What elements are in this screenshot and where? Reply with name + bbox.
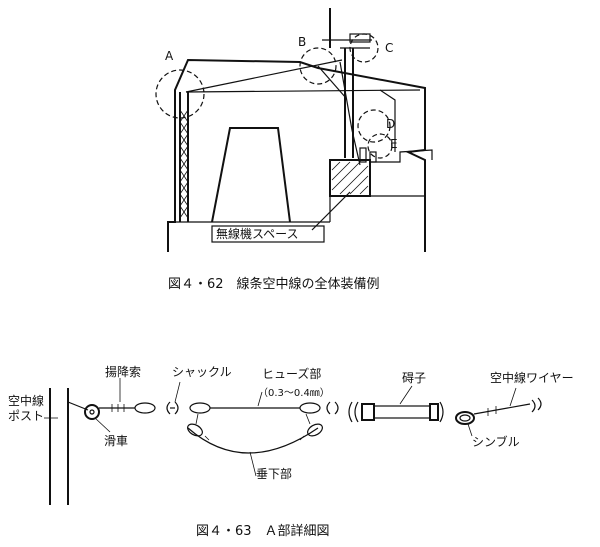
label-a: A — [165, 49, 174, 63]
detail-circle-a — [155, 69, 205, 119]
fuse-spec-label: （0.3〜0.4㎜） — [258, 387, 330, 399]
antenna-post-label-2: ポスト — [8, 409, 44, 423]
shackle-2 — [326, 401, 339, 415]
funnel — [211, 127, 291, 223]
fuse-section — [187, 402, 323, 454]
halyard — [99, 402, 156, 414]
figure2-caption: 図４・63 Ａ部詳細図 — [196, 523, 330, 539]
thimble — [455, 411, 475, 425]
detail-circle-e — [367, 133, 393, 159]
fuse-label: ヒューズ部 — [262, 366, 321, 381]
pulley-label: 滑車 — [104, 434, 128, 448]
main-mast — [322, 8, 372, 158]
detail-circle-b — [299, 47, 337, 85]
detail-circle-c — [349, 33, 379, 63]
radio-room — [329, 147, 377, 197]
thimble-label: シンブル — [472, 434, 520, 449]
antenna-post-label-1: 空中線 — [8, 393, 44, 408]
pulley — [67, 401, 100, 420]
antenna-post — [49, 388, 69, 505]
antenna-wire-label: 空中線ワイヤー — [490, 370, 574, 385]
insulator — [348, 401, 444, 423]
antenna-wire-main — [185, 59, 343, 93]
fore-mast — [179, 92, 189, 222]
figure-detail-a: 空中線 ポスト 滑車 揚降索 シャックル — [8, 365, 574, 505]
antenna-wire — [473, 397, 542, 416]
antenna-wire-lower — [185, 89, 421, 93]
radio-space-label: 無線機スペース — [216, 226, 299, 241]
shackle — [166, 401, 179, 415]
detail-circle-d — [357, 109, 391, 143]
label-e: E — [390, 137, 398, 151]
lead-in-wire — [339, 61, 361, 166]
label-d: D — [386, 117, 395, 131]
label-b: B — [298, 35, 306, 49]
shackle-label: シャックル — [172, 365, 232, 379]
figure-ship-antenna: A B C D E 無線機スペース — [155, 8, 433, 252]
sag-label: 垂下部 — [256, 466, 292, 481]
insulator-label: 碍子 — [402, 371, 426, 385]
label-c: C — [385, 41, 393, 55]
figure1-caption: 図４・62 線条空中線の全体装備例 — [168, 276, 380, 292]
halyard-label: 揚降索 — [105, 365, 141, 379]
